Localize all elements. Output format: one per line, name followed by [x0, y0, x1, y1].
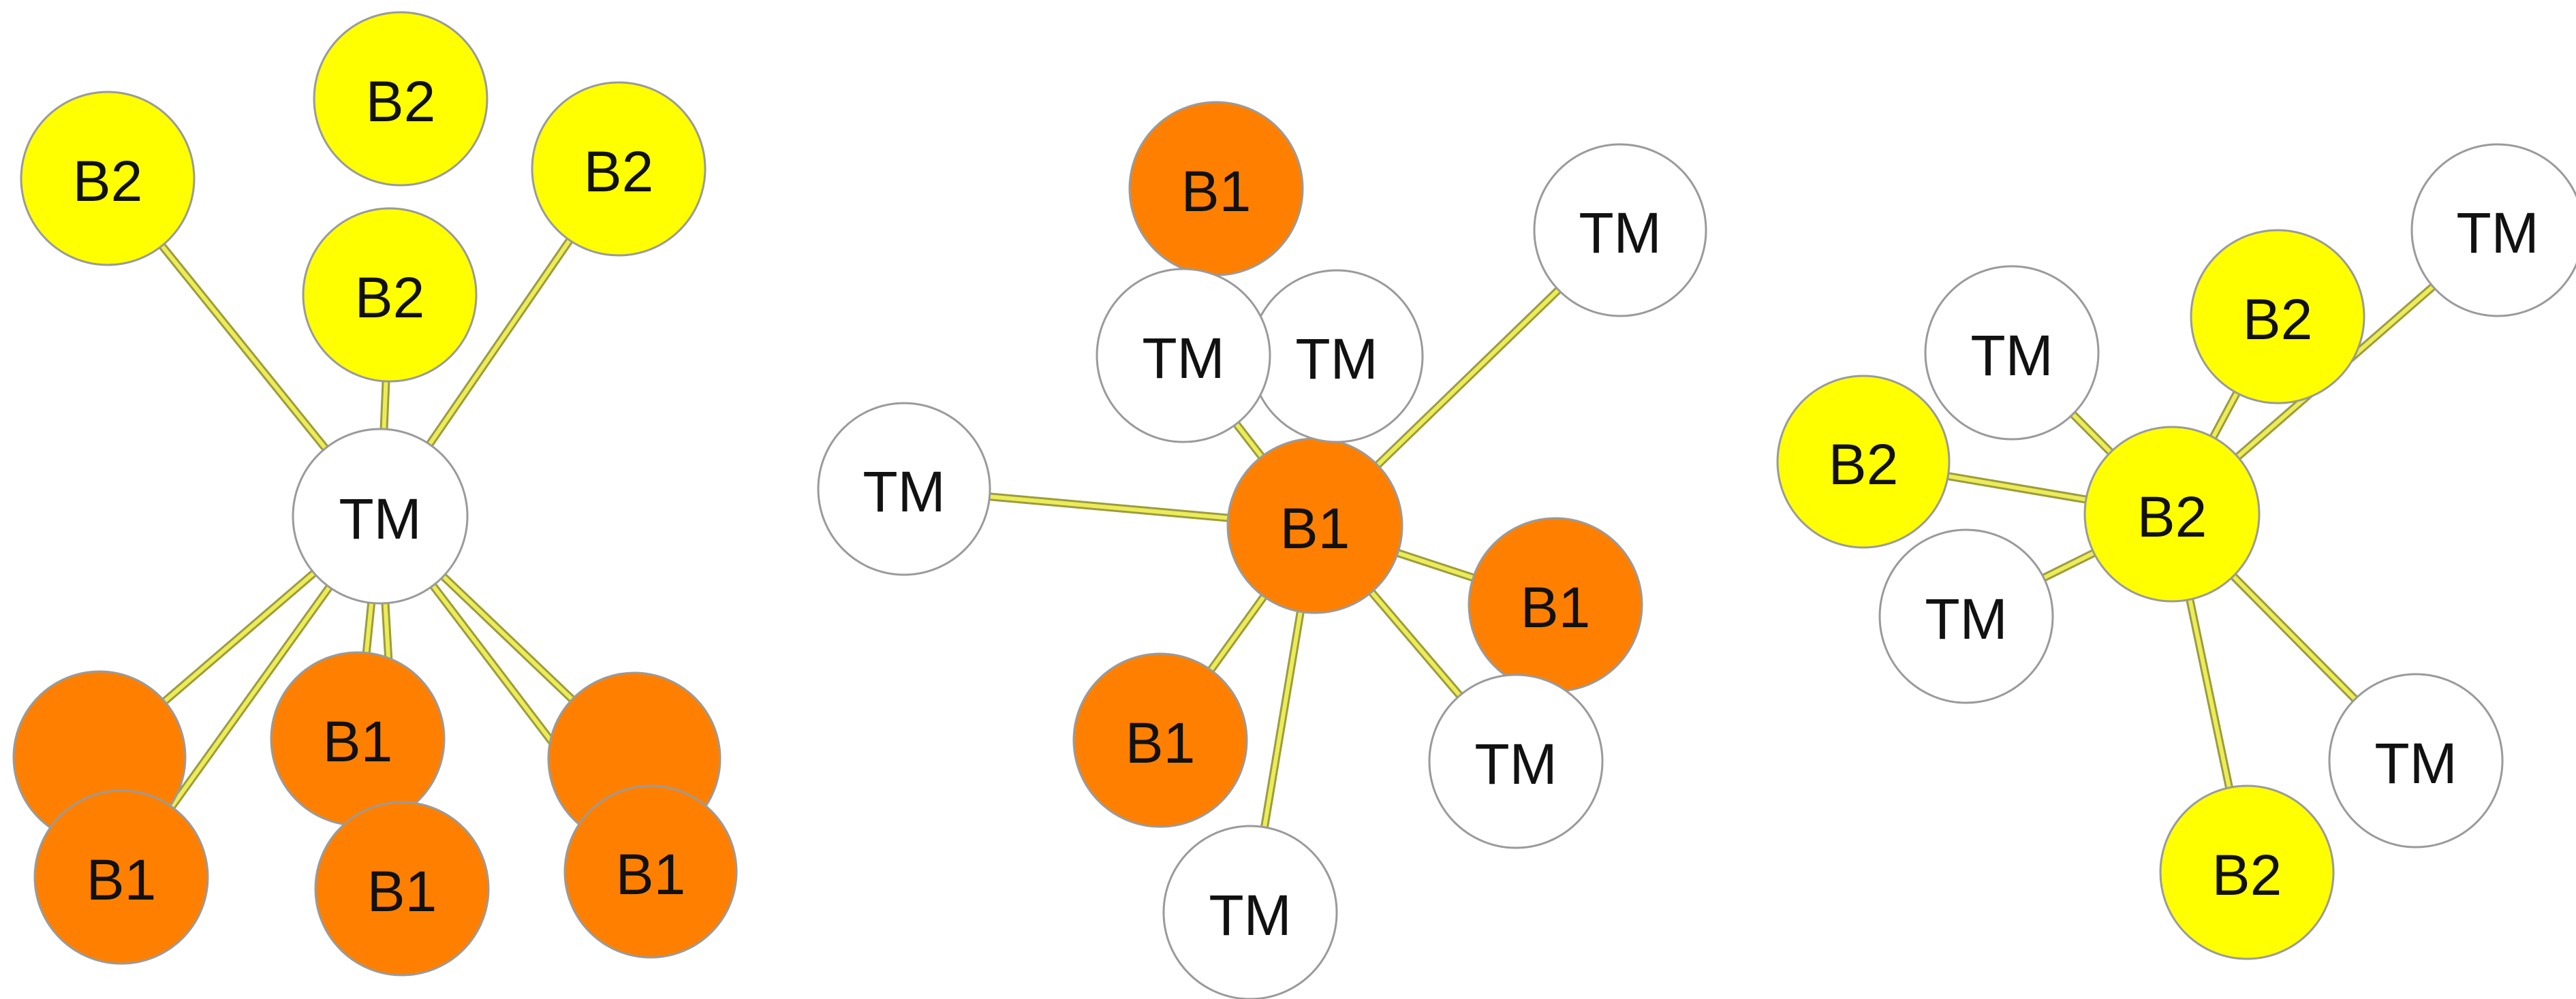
node-circle [314, 801, 490, 977]
node-label: B2 [2212, 843, 2282, 907]
node-label: TM [1925, 587, 2007, 651]
node-label: B1 [87, 848, 157, 912]
node-b2-upper-right: B2 [531, 81, 707, 257]
node-tm-upper-left: TM [1924, 265, 2100, 441]
node-label: TM [1295, 327, 1378, 391]
node-b2-upper-right: B2 [2190, 229, 2365, 405]
node-circle [817, 402, 991, 576]
node-label: TM [1209, 883, 1291, 947]
node-circle [313, 11, 488, 187]
node-circle [1428, 673, 1604, 849]
node-label: TM [339, 487, 421, 551]
node-label: B1 [616, 842, 686, 906]
node-tm-upper-right: TM [1250, 269, 1424, 443]
node-b1-front-left: B1 [33, 789, 209, 965]
node-circle [1533, 143, 1707, 317]
node-b2-left: B2 [1776, 375, 1951, 549]
node-b2-bottom: B2 [2159, 784, 2335, 960]
node-circle [20, 91, 196, 266]
node-label: TM [1474, 732, 1557, 796]
node-label: B2 [355, 266, 425, 330]
node-label: TM [2456, 201, 2539, 265]
node-circle [2083, 426, 2261, 603]
node-label: TM [863, 460, 945, 524]
node-circle [1776, 375, 1951, 549]
node-label: TM [2374, 731, 2457, 795]
node-circle [2328, 673, 2504, 849]
node-label: TM [1142, 326, 1224, 390]
node-circle [531, 81, 707, 257]
node-circle [2190, 229, 2365, 405]
node-circle [563, 784, 738, 959]
node-b1-back-center: B1 [270, 651, 446, 827]
node-circle [1878, 528, 2054, 704]
node-b1-front-right: B1 [563, 784, 738, 959]
node-label: TM [1970, 323, 2053, 387]
node-label: B2 [2137, 485, 2207, 549]
node-label: B2 [73, 149, 143, 213]
node-circle [2410, 143, 2576, 317]
node-tm-upper-left: TM [1096, 268, 1271, 443]
node-label: B2 [366, 69, 436, 133]
node-circle [302, 207, 478, 383]
node-circle [292, 428, 469, 605]
node-b1-front-center: B1 [314, 801, 490, 977]
hub-node-b2-hub: B2 [2083, 426, 2261, 603]
node-circle [1096, 268, 1271, 443]
node-tm-lower-right: TM [2328, 673, 2504, 849]
node-label: B1 [1521, 575, 1591, 639]
node-label: B2 [584, 140, 654, 204]
node-circle [1162, 825, 1338, 999]
node-tm-lower-right: TM [1428, 673, 1604, 849]
node-b1-lower-left: B1 [1072, 652, 1248, 828]
node-tm-left: TM [817, 402, 991, 576]
node-tm-left: TM [1878, 528, 2054, 704]
node-tm-bottom: TM [1162, 825, 1338, 999]
node-label: B2 [1829, 432, 1899, 496]
node-label: B1 [1280, 496, 1350, 560]
node-circle [2159, 784, 2335, 960]
node-b2-top: B2 [313, 11, 488, 187]
node-tm-upper-right-far: TM [1533, 143, 1707, 317]
node-label: B1 [1181, 159, 1252, 223]
node-circle [33, 789, 209, 965]
node-b2-upper-left: B2 [20, 91, 196, 266]
node-label: B2 [2243, 287, 2313, 351]
hub-node-b1-hub: B1 [1226, 437, 1403, 614]
node-b2-middle: B2 [302, 207, 478, 383]
node-b1-top: B1 [1128, 101, 1304, 276]
node-label: B1 [323, 710, 393, 774]
node-label: TM [1579, 201, 1661, 265]
node-circle [1072, 652, 1248, 828]
node-label: B1 [1126, 711, 1196, 775]
node-tm-upper-right: TM [2410, 143, 2576, 317]
node-circle [1924, 265, 2100, 441]
hub-node-tm-hub: TM [292, 428, 469, 605]
node-b1-right: B1 [1468, 517, 1643, 693]
node-label: B1 [367, 859, 437, 923]
